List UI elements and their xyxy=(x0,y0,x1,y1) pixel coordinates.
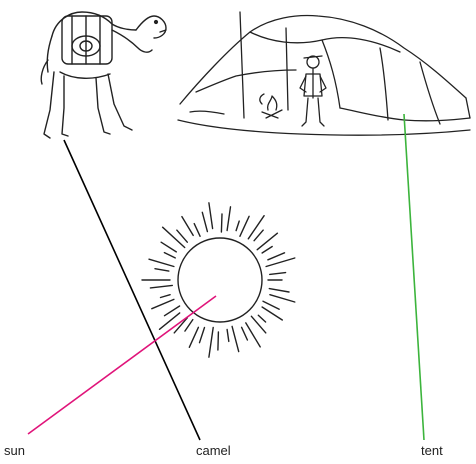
tent-picture xyxy=(178,12,470,135)
word-sun: sun xyxy=(4,444,25,458)
word-tent: tent xyxy=(421,444,443,458)
sun-ray xyxy=(194,224,200,237)
sun-ray xyxy=(221,214,222,232)
sun-ray xyxy=(189,327,198,347)
sun-ray xyxy=(182,217,193,236)
sun-ray xyxy=(262,247,272,254)
sun-ray xyxy=(263,301,279,309)
sun-ray xyxy=(270,273,286,275)
sun-ray xyxy=(155,269,169,271)
sun-ray xyxy=(257,233,277,250)
sun-ray xyxy=(227,207,230,231)
sun-ray xyxy=(270,295,295,302)
sun-ray xyxy=(258,315,265,322)
sun-ray xyxy=(246,323,260,347)
sun-ray xyxy=(161,242,176,252)
sun-ray xyxy=(248,216,264,239)
sun-ray xyxy=(150,285,172,288)
sun-ray xyxy=(227,330,229,342)
sun-ray xyxy=(164,253,175,258)
camel-picture xyxy=(41,12,166,138)
sun-ray xyxy=(236,221,239,231)
sun-ray xyxy=(269,289,289,292)
sun-ray xyxy=(161,295,171,298)
sun-ray xyxy=(149,259,174,266)
word-camel: camel xyxy=(196,444,231,458)
sun-ray xyxy=(209,203,213,229)
tent-connection-line xyxy=(404,114,424,440)
sun-ray xyxy=(254,230,263,241)
sun-ray xyxy=(218,332,219,350)
sun-ray xyxy=(200,328,205,343)
sun-ray xyxy=(160,313,180,329)
sun-ray xyxy=(240,216,249,236)
sun-ray xyxy=(152,299,174,308)
sun-ray xyxy=(209,328,213,358)
sun-ray xyxy=(177,230,188,242)
sun-ray xyxy=(202,212,207,231)
sun-ray xyxy=(251,316,265,333)
sun-ray xyxy=(242,327,248,340)
sun-ray xyxy=(185,320,193,332)
sun-ray xyxy=(232,326,239,351)
sun-ray xyxy=(268,253,285,260)
